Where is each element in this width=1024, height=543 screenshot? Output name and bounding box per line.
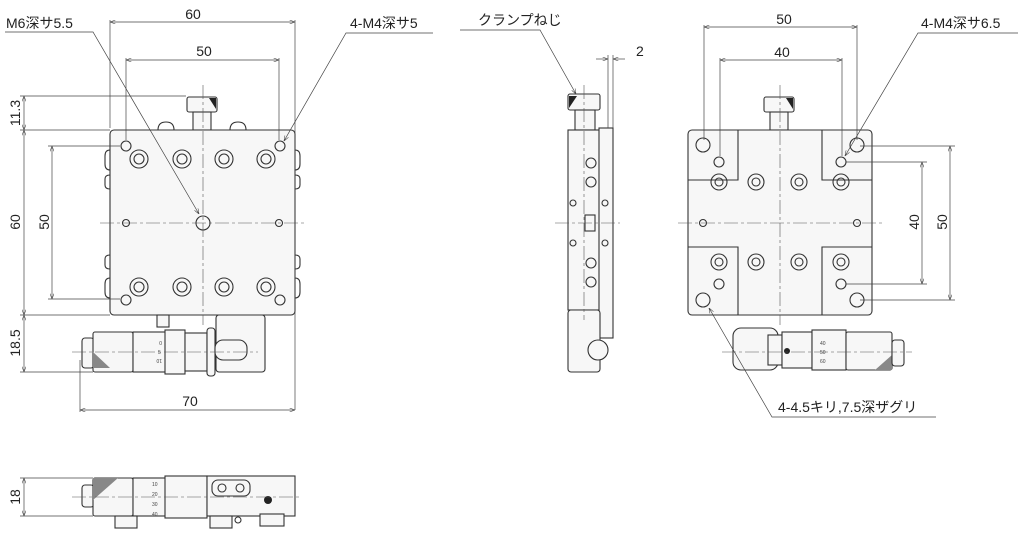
micrometer-scale-mark: 50 — [820, 350, 826, 356]
stage-plate — [109, 129, 296, 316]
micrometer-scale-mark: 5 — [158, 350, 161, 356]
label-counterbore-holes: 4-4.5キリ,7.5深ザグリ — [778, 399, 917, 415]
micrometer-scale-mark: 10 — [152, 482, 158, 488]
micrometer: 0 5 10 — [72, 314, 266, 377]
micrometer-scale-mark: 60 — [820, 359, 826, 365]
micrometer-scale-mark: 20 — [152, 492, 158, 498]
front-view: 0 5 10 60 50 11.3 60 50 18.5 70 — [5, 6, 433, 412]
label-m4-holes-right: 4-M4深サ6.5 — [921, 15, 1001, 31]
dim-70: 70 — [182, 393, 198, 409]
micrometer-scale-mark: 30 — [152, 502, 158, 508]
bottom-view: 10 20 30 40 18 — [7, 475, 300, 529]
dim-50-width-right: 50 — [776, 11, 792, 27]
label-clamp-screw: クランプねじ — [478, 12, 562, 28]
dim-40-width-right: 40 — [774, 44, 790, 60]
dim-11-3: 11.3 — [7, 100, 23, 126]
dim-18-5: 18.5 — [7, 329, 23, 356]
side-view: クランプねじ 2 — [460, 12, 644, 373]
dim-50-height-right: 50 — [934, 214, 950, 230]
right-view: 40 50 60 50 40 40 50 4-M4深サ6.5 4-4.5キリ,7… — [678, 11, 1018, 418]
micrometer-scale-mark: 40 — [820, 341, 826, 347]
m6-center-hole — [195, 215, 211, 231]
label-m6-hole: M6深サ5.5 — [6, 15, 73, 31]
dim-60-height: 60 — [7, 214, 23, 230]
dim-2: 2 — [636, 43, 644, 59]
clamp-screw-shaft — [192, 111, 212, 131]
label-m4-holes: 4-M4深サ5 — [350, 15, 418, 31]
micrometer-scale-mark: 0 — [159, 339, 162, 345]
dim-18: 18 — [7, 489, 23, 505]
counterbore-holes — [129, 149, 276, 297]
micrometer-scale-mark: 10 — [156, 357, 162, 363]
m4-holes — [120, 140, 286, 306]
micrometer-right: 40 50 60 — [722, 327, 912, 371]
dim-50-width: 50 — [196, 43, 212, 59]
dim-60-width: 60 — [185, 6, 201, 22]
micrometer-scale-mark: 40 — [152, 512, 158, 518]
dim-40-height-right: 40 — [906, 214, 922, 230]
dim-50-height: 50 — [36, 214, 52, 230]
